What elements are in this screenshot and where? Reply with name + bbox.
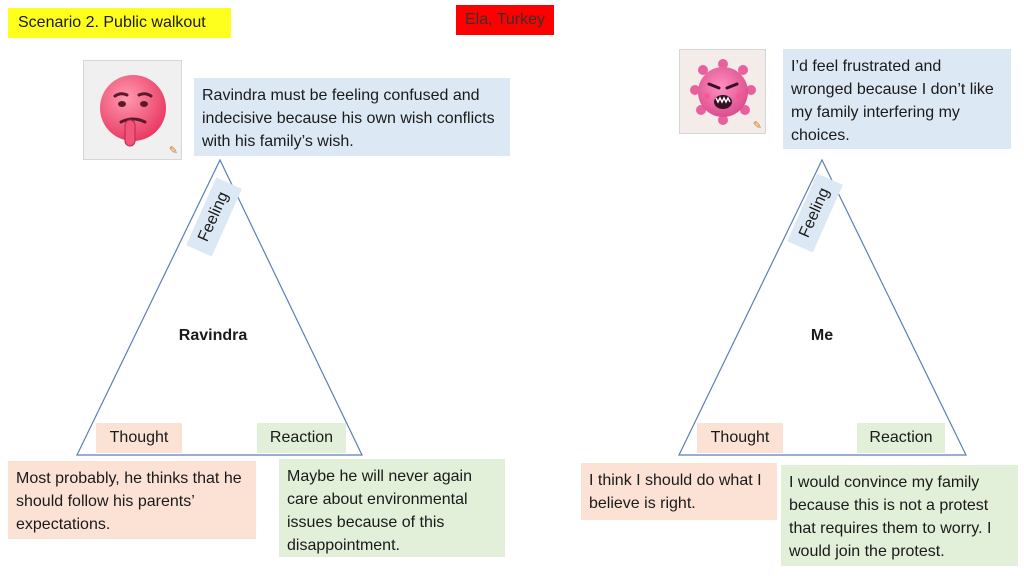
right-reaction-label: Reaction <box>857 423 945 453</box>
left-thought-text: Most probably, he thinks that he should … <box>8 461 256 539</box>
right-feeling-text: I’d feel frustrated and wronged because … <box>783 49 1011 149</box>
left-reaction-text: Maybe he will never again care about env… <box>279 459 505 557</box>
left-feeling-text: Ravindra must be feeling confused and in… <box>194 78 510 156</box>
right-thought-label: Thought <box>697 423 783 453</box>
edit-pencil-icon: ✎ <box>168 145 178 157</box>
edit-pencil-icon: ✎ <box>752 120 762 132</box>
left-triangle <box>76 158 363 456</box>
right-center-name: Me <box>810 327 834 344</box>
author-tag: Ela, Turkey <box>456 5 554 35</box>
right-triangle <box>678 158 967 456</box>
right-thought-text: I think I should do what I believe is ri… <box>581 463 777 520</box>
right-reaction-text: I would convince my family because this … <box>781 465 1018 566</box>
left-thought-label: Thought <box>96 423 182 453</box>
left-center-name: Ravindra <box>178 327 248 344</box>
frustrated-monster-icon: ✎ <box>679 49 766 134</box>
thinking-face-icon: ✎ <box>83 60 182 160</box>
left-reaction-label: Reaction <box>257 423 346 453</box>
scenario-tag: Scenario 2. Public walkout <box>8 8 231 38</box>
